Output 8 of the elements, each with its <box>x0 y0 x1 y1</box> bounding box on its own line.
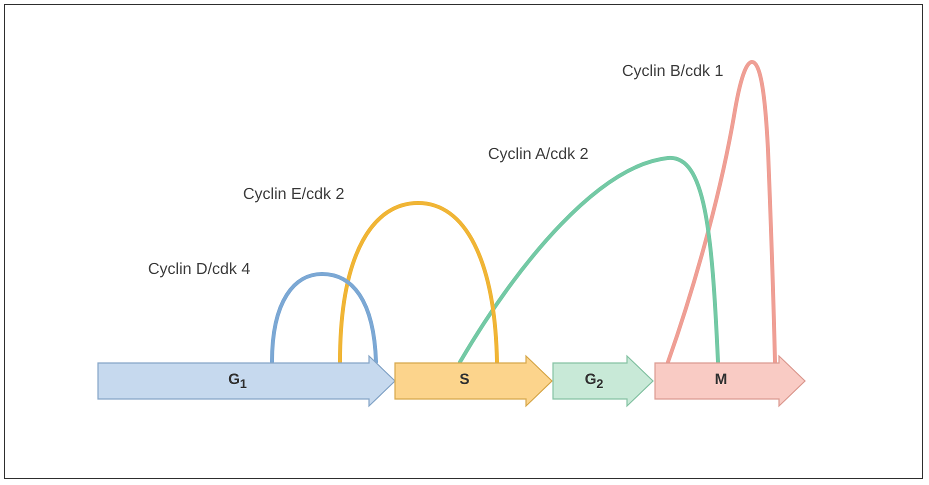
cyclin-label: Cyclin E/cdk 2 <box>243 186 344 204</box>
phase-label: G$_{2}$ <box>584 371 604 391</box>
cyclin-label: Cyclin D/cdk 4 <box>148 261 250 279</box>
cyclin-label: Cyclin B/cdk 1 <box>622 63 724 81</box>
phase-label: M <box>714 371 728 388</box>
phase-label: S <box>460 371 470 388</box>
phase-label: G$_{1}$ <box>228 371 247 391</box>
cyclin-label: Cyclin A/cdk 2 <box>488 146 588 164</box>
